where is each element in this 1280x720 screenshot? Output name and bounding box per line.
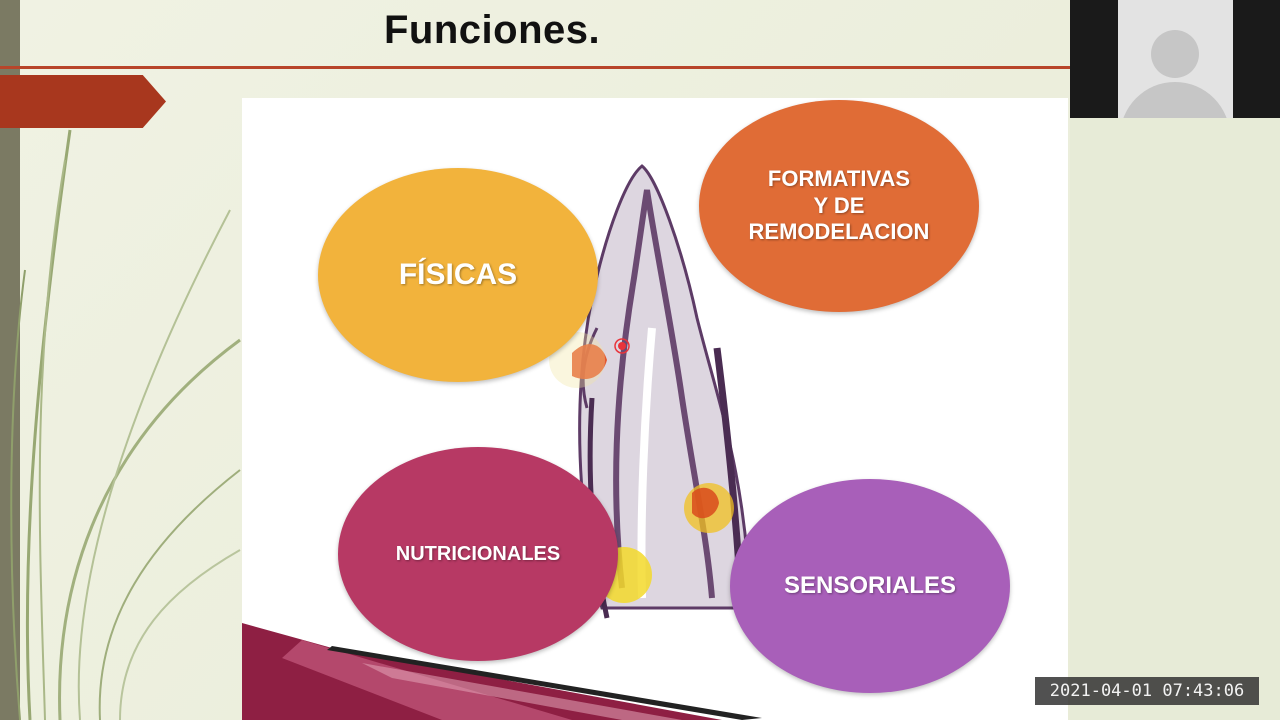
right-side-panel xyxy=(1070,118,1280,720)
left-frame-strip xyxy=(0,0,20,720)
arrow-tab-decoration xyxy=(0,75,166,128)
user-avatar-icon xyxy=(1118,0,1233,118)
webcam-thumbnail[interactable] xyxy=(1070,0,1280,118)
recording-timestamp: 2021-04-01 07:43:06 xyxy=(1035,677,1259,705)
slide-title: Funciones. xyxy=(384,8,601,52)
oval-sensoriales: SENSORIALES xyxy=(730,479,1010,693)
avatar-body xyxy=(1120,82,1230,118)
diagram-picture: FÍSICAS FORMATIVAS Y DE REMODELACION NUT… xyxy=(242,98,1068,720)
title-underline xyxy=(0,66,1070,69)
avatar-head xyxy=(1151,30,1199,78)
oval-fisicas: FÍSICAS xyxy=(318,168,598,382)
corner-ribbon-decoration xyxy=(242,623,762,720)
tooth-illustration xyxy=(549,164,752,619)
oval-formativas: FORMATIVAS Y DE REMODELACION xyxy=(699,100,979,312)
oval-nutricionales: NUTRICIONALES xyxy=(338,447,618,661)
decorative-grass-icon xyxy=(10,129,241,720)
